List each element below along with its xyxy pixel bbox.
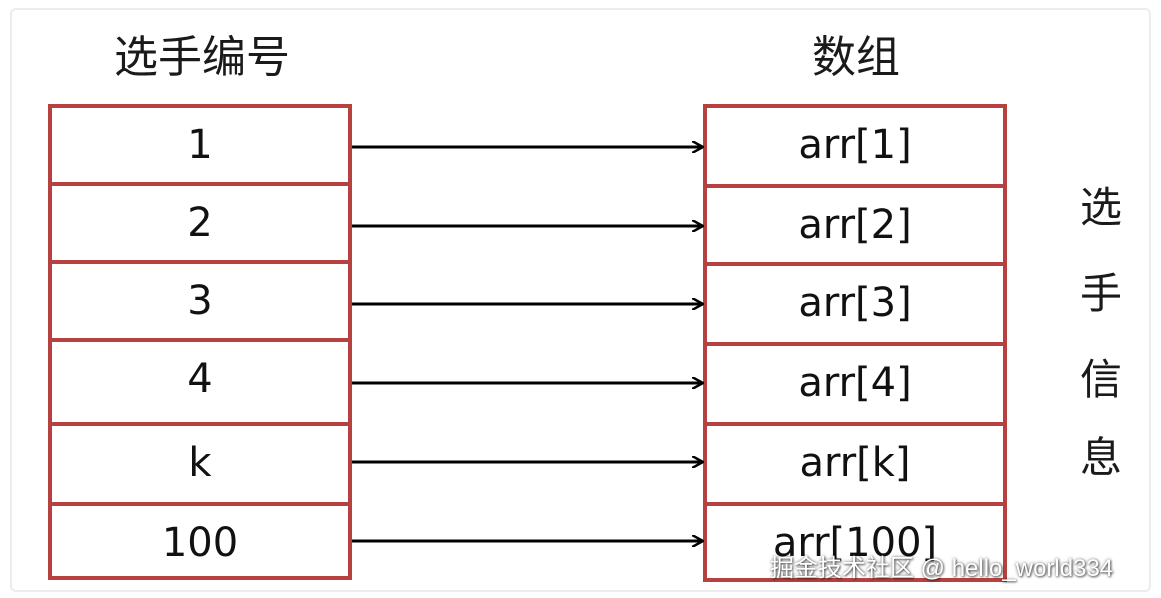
side-label-char: 手 <box>1079 269 1122 318</box>
left-column-title: 选手编号 <box>114 32 290 83</box>
row-divider <box>52 338 348 342</box>
side-label-char: 选 <box>1079 183 1122 232</box>
row-divider <box>52 422 348 426</box>
row-divider <box>707 422 1003 426</box>
player-number-cell: 2 <box>187 200 213 246</box>
row-divider <box>707 342 1003 346</box>
array-cell: arr[k] <box>799 440 911 486</box>
row-divider <box>707 502 1003 506</box>
row-divider <box>52 182 348 186</box>
row-divider <box>52 502 348 506</box>
player-number-column: 1 2 3 4 k 100 <box>48 104 352 580</box>
diagram-frame <box>10 8 1151 592</box>
array-column: arr[1] arr[2] arr[3] arr[4] arr[k] arr[1… <box>703 104 1007 582</box>
array-cell: arr[1] <box>798 122 912 168</box>
watermark-text: 掘金技术社区 @ hello_world334 <box>770 555 1114 582</box>
side-label-char: 息 <box>1079 433 1122 482</box>
right-column-title: 数组 <box>812 32 900 83</box>
player-number-cell: 1 <box>187 122 213 168</box>
player-number-cell: k <box>188 440 212 486</box>
player-number-cell: 100 <box>161 520 239 566</box>
row-divider <box>52 260 348 264</box>
array-cell: arr[4] <box>798 360 912 406</box>
player-number-cell: 3 <box>187 278 213 324</box>
side-label-char: 信 <box>1079 355 1122 404</box>
array-cell: arr[100] <box>772 520 938 566</box>
row-divider <box>707 184 1003 188</box>
row-divider <box>707 262 1003 266</box>
array-cell: arr[3] <box>798 280 912 326</box>
player-number-cell: 4 <box>187 356 213 402</box>
array-cell: arr[2] <box>798 202 912 248</box>
